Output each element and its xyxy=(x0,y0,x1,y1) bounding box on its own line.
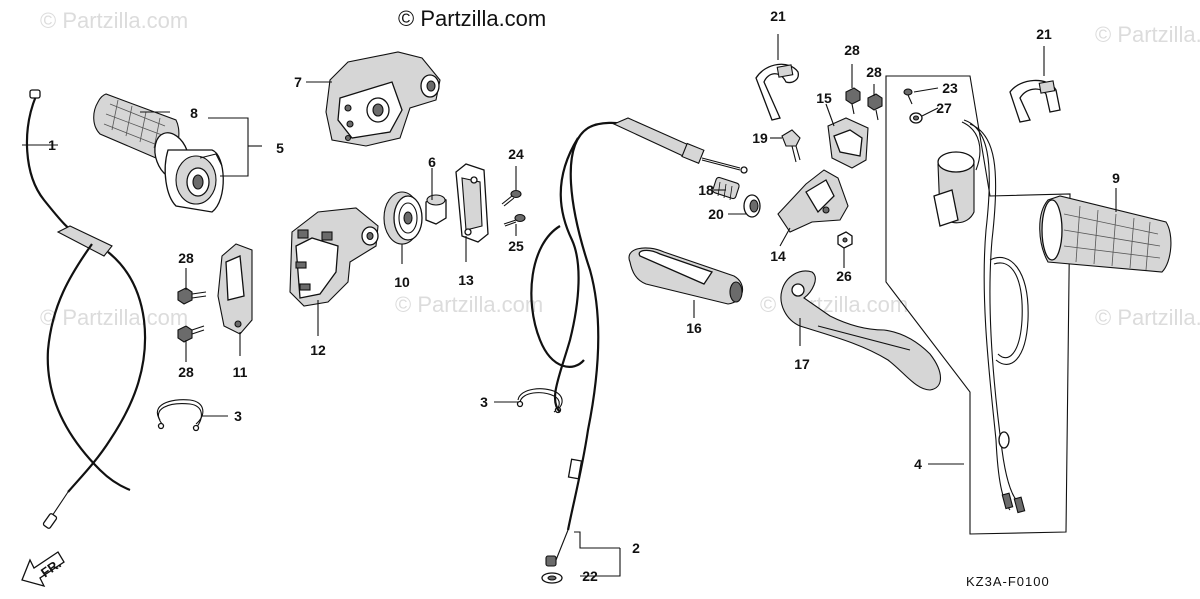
throttle-grip-part-8 xyxy=(93,93,224,213)
washer-part-27 xyxy=(909,112,923,124)
callout-7: 7 xyxy=(294,74,302,90)
callout-4: 4 xyxy=(914,456,922,472)
band-part-21-a xyxy=(755,63,799,121)
screw-part-25 xyxy=(503,213,526,227)
callout-9: 9 xyxy=(1112,170,1120,186)
bracket-part-15 xyxy=(827,117,869,169)
callout-19: 19 xyxy=(752,130,768,146)
collar-part-6 xyxy=(425,194,447,225)
bolt-part-28-d xyxy=(867,93,883,121)
throttle-cable-part-1 xyxy=(25,89,147,529)
bolt-part-28-a xyxy=(177,287,207,305)
adjuster-part-18 xyxy=(712,176,740,201)
callout-14: 14 xyxy=(770,248,786,264)
callout-21-right: 21 xyxy=(1036,26,1052,42)
callout-16: 16 xyxy=(686,320,702,336)
watermark-mid-left: © Partzilla.com xyxy=(40,305,189,330)
lever-cover-part-16 xyxy=(628,247,744,305)
switch-assembly-part-4 xyxy=(885,75,1071,535)
callout-11: 11 xyxy=(232,364,248,380)
bolt-part-28-c xyxy=(845,87,861,115)
band-part-21-b xyxy=(1009,79,1061,123)
callout-3-right: 3 xyxy=(480,394,488,410)
callout-5: 5 xyxy=(276,140,284,156)
callout-17: 17 xyxy=(794,356,810,372)
screw-part-23 xyxy=(903,88,913,105)
callout-27: 27 xyxy=(936,100,952,116)
diagram-code: KZ3A-F0100 xyxy=(966,574,1050,589)
bolt-part-28-b xyxy=(177,325,205,343)
callout-6: 6 xyxy=(428,154,436,170)
callout-25: 25 xyxy=(508,238,524,254)
clutch-lever-part-17 xyxy=(780,270,942,391)
callout-20: 20 xyxy=(708,206,724,222)
callout-28-d: 28 xyxy=(866,64,882,80)
left-grip-part-9 xyxy=(1039,195,1172,273)
callout-23: 23 xyxy=(942,80,958,96)
clutch-holder-part-14 xyxy=(777,169,849,233)
callout-13: 13 xyxy=(458,272,474,288)
callout-18: 18 xyxy=(698,182,714,198)
clip-part-3-left xyxy=(157,399,204,432)
callout-15: 15 xyxy=(816,90,832,106)
callout-24: 24 xyxy=(508,146,524,162)
clutch-cable-part-2 xyxy=(530,117,748,567)
watermark-mid-center: © Partzilla.com xyxy=(395,292,544,317)
callout-10: 10 xyxy=(394,274,410,290)
callout-21-left: 21 xyxy=(770,8,786,24)
callout-22: 22 xyxy=(582,568,598,584)
watermark-main: © Partzilla.com xyxy=(398,6,547,31)
nut-part-20 xyxy=(743,194,761,218)
screw-part-24 xyxy=(501,189,522,207)
front-direction-arrow-icon xyxy=(21,551,65,588)
nut-part-26 xyxy=(837,231,853,249)
throttle-housing-part-7 xyxy=(325,51,441,147)
callout-28-c: 28 xyxy=(844,42,860,58)
callout-8: 8 xyxy=(190,105,198,121)
callout-2: 2 xyxy=(632,540,640,556)
leader-lines xyxy=(22,34,1117,577)
throttle-cover-part-13 xyxy=(455,163,489,243)
callout-28-b: 28 xyxy=(178,364,194,380)
watermark-far-right: © Partzilla.com xyxy=(1095,305,1200,330)
callout-26: 26 xyxy=(836,268,852,284)
throttle-housing-part-12 xyxy=(289,207,379,307)
callout-12: 12 xyxy=(310,342,326,358)
callout-1: 1 xyxy=(48,137,56,153)
callout-3-left: 3 xyxy=(234,408,242,424)
holder-part-11 xyxy=(217,243,253,335)
throttle-pulley-part-10 xyxy=(383,191,423,245)
watermark-top-left: © Partzilla.com xyxy=(40,8,189,33)
bolt-part-19 xyxy=(781,129,801,163)
watermark-top-right: © Partzilla.com xyxy=(1095,22,1200,47)
washer-part-22 xyxy=(541,572,563,584)
callout-28-a: 28 xyxy=(178,250,194,266)
